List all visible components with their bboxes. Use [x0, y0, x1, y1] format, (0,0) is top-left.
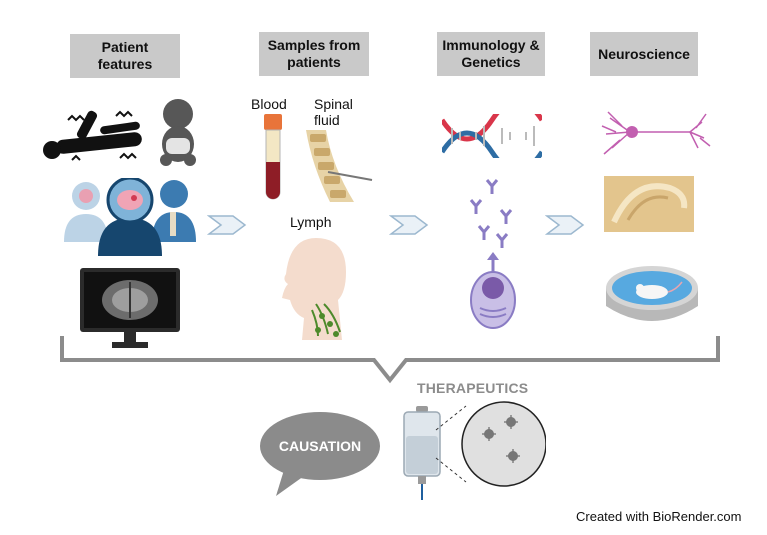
bracket-icon — [60, 336, 720, 384]
therapeutics-label: THERAPEUTICS — [417, 380, 529, 396]
dna-icon — [442, 114, 542, 158]
neuron-icon — [601, 111, 711, 155]
chevron-right-icon — [389, 215, 429, 235]
mouse-water-maze-icon — [606, 266, 698, 321]
label-lymph: Lymph — [290, 214, 332, 230]
header-samples: Samples from patients — [259, 32, 369, 76]
header-immunology-genetics: Immunology & Genetics — [437, 32, 545, 76]
patients-group-icon — [64, 178, 196, 256]
speech-bubble-icon — [260, 412, 380, 496]
mri-monitor-icon — [80, 268, 180, 348]
label-blood: Blood — [251, 96, 287, 112]
iv-bag-icon — [403, 406, 441, 500]
label-spinal-fluid: Spinal fluid — [314, 96, 353, 128]
baby-icon — [160, 99, 196, 166]
spine-icon — [306, 130, 373, 202]
blood-tube-icon — [264, 114, 282, 200]
causation-label: CAUSATION — [278, 438, 362, 454]
header-patient-features: Patient features — [70, 34, 180, 78]
header-patient-features-label: Patient features — [97, 39, 153, 72]
credit-text: Created with BioRender.com — [576, 509, 742, 524]
header-neuroscience-label: Neuroscience — [598, 45, 690, 62]
chevron-right-icon — [545, 215, 585, 235]
chevron-right-icon — [207, 215, 247, 235]
antibody-cell-icon — [469, 179, 516, 329]
magnified-cells-icon — [435, 401, 546, 487]
header-immunology-label: Immunology & Genetics — [442, 37, 540, 70]
seizure-patient-icon — [43, 110, 142, 161]
header-neuroscience: Neuroscience — [590, 32, 698, 76]
header-samples-label: Samples from patients — [267, 37, 361, 70]
lymph-head-icon — [282, 238, 346, 340]
brain-slice-icon — [604, 176, 694, 232]
